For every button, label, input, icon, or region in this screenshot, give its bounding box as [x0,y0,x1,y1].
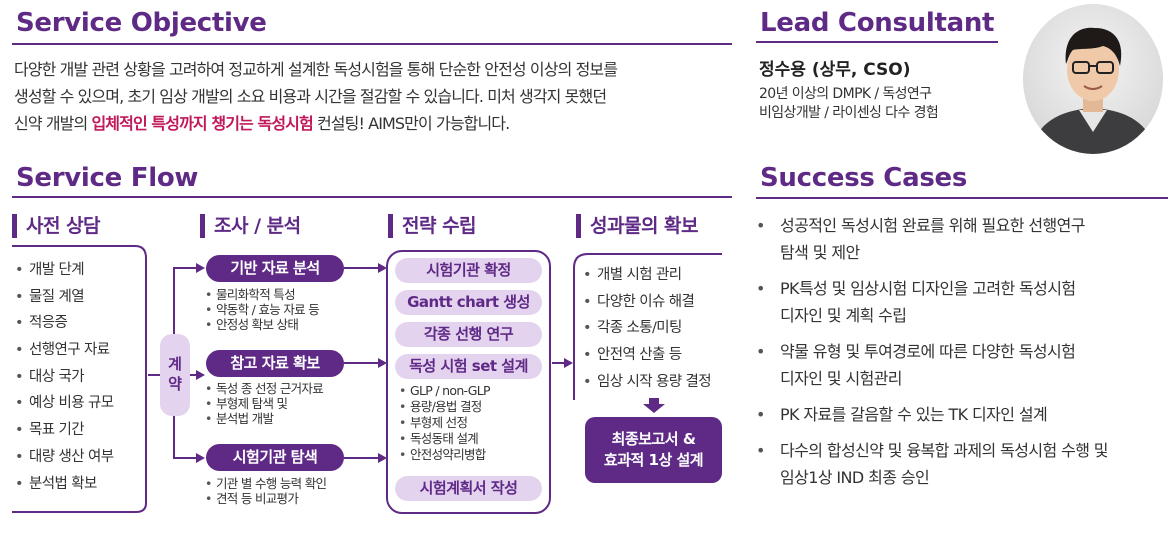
list-item: 약동학 / 효능 자료 등 [205,302,320,317]
consult-list: 개발 단계 물질 계열 적응증 선행연구 자료 대상 국가 예상 비용 규모 목… [15,257,114,498]
stage-title-deliverables: 성과물의 확보 [576,214,699,238]
list-item: 안정성 확보 상태 [205,317,319,332]
final-report-box: 최종보고서 & 효과적 1상 설계 [585,417,722,483]
flow-rule [12,196,732,198]
list-item: 부형제 탐색 및 [205,396,323,411]
pill-prior-research: 각종 선행 연구 [395,322,542,347]
objective-line-1: 다양한 개발 관련 상황을 고려하여 정교하게 설계한 독성시험을 통해 단순한… [14,60,618,79]
stage-title-research: 조사 / 분석 [200,214,301,238]
tox-design-list: GLP / non-GLP 용량/용법 결정 부형제 선정 독성동태 설계 안전… [399,383,491,463]
objective-title: Service Objective [16,8,267,38]
pill-protocol-writing: 시험계획서 작성 [395,476,542,501]
list-item: 개발 단계 [15,257,113,284]
list-item: 선행연구 자료 [15,337,113,364]
list-item: 물리화학적 특성 [205,287,319,302]
list-item: 부형제 선정 [399,415,490,431]
consultant-name: 정수용 (상무, CSO) [759,60,911,80]
list-item: 용량/용법 결정 [399,399,490,415]
pill-basic-analysis: 기반 자료 분석 [206,255,344,282]
cases-rule [756,197,1168,199]
objective-rule [12,43,732,45]
pill-institution-confirm: 시험기관 확정 [395,258,542,283]
list-item: 안전역 산출 등 [583,342,711,369]
list-item: 각종 소통/미팅 [583,315,711,342]
objective-line-2: 생성할 수 있으며, 초기 임상 개발의 소요 비용과 시간을 절감할 수 있습… [14,87,607,106]
consultant-desc-1: 20년 이상의 DMPK / 독성연구 [759,86,932,102]
arrow-right-icon [378,358,387,368]
stage-title-strategy: 전략 수립 [388,214,477,238]
list-item: 기관 별 수행 능력 확인 [205,476,327,491]
arrow-down-icon [649,398,659,404]
list-item: 독성 종 선정 근거자료 [205,381,324,396]
portrait-photo [1023,4,1163,154]
arrow-right-icon [378,453,387,463]
list-item: 독성동태 설계 [399,431,490,447]
list-item: GLP / non-GLP [399,383,491,399]
stage-title-consult: 사전 상담 [12,214,101,238]
arrow-down-icon [643,404,665,413]
consultant-rule [756,41,998,43]
list-item: 개별 시험 관리 [583,262,711,289]
objective-highlight: 입체적인 특성까지 챙기는 독성시험 [91,114,313,133]
arrow-right-icon [196,453,205,463]
list-item: PK 자료를 갈음할 수 있는 TK 디자인 설계 [756,401,1108,428]
pill-tox-set-design: 독성 시험 set 설계 [395,354,542,379]
arrow-right-icon [196,370,205,380]
list-item: 대상 국가 [15,364,113,391]
list-item: 대량 생산 여부 [15,444,114,471]
deliverables-list: 개별 시험 관리 다양한 이슈 해결 각종 소통/미팅 안전역 산출 등 임상 … [583,262,712,396]
pill-institution-search: 시험기관 탐색 [206,444,344,471]
list-item: 목표 기간 [15,417,113,444]
list-item: 예상 비용 규모 [15,390,114,417]
basic-analysis-list: 물리화학적 특성 약동학 / 효능 자료 등 안정성 확보 상태 [205,287,320,332]
arrow-right-icon [378,263,387,273]
list-item: 임상 시작 용량 결정 [583,369,712,396]
list-item: 다양한 이슈 해결 [583,289,711,316]
contract-label: 계 약 [160,334,190,416]
list-item: 분석법 확보 [15,471,113,498]
arrow-right-icon [196,263,205,273]
reference-data-list: 독성 종 선정 근거자료 부형제 탐색 및 분석법 개발 [205,381,324,426]
cases-title: Success Cases [760,163,968,193]
objective-paragraph: 다양한 개발 관련 상황을 고려하여 정교하게 설계한 독성시험을 통해 단순한… [14,56,739,137]
consultant-title: Lead Consultant [760,8,995,38]
consultant-photo [1023,4,1163,154]
flow-connectors [12,245,722,514]
consultant-desc-2: 비임상개발 / 라이센싱 다수 경험 [759,105,939,121]
institution-search-list: 기관 별 수행 능력 확인 견적 등 비교평가 [205,476,327,506]
list-item: 적응증 [15,310,113,337]
list-item: 안전성약리병합 [399,447,490,463]
arrow-right-icon [564,358,573,368]
flow-title: Service Flow [16,163,199,193]
list-item: 물질 계열 [15,284,113,311]
pill-gantt-chart: Gantt chart 생성 [395,290,542,315]
list-item: 분석법 개발 [205,411,323,426]
objective-line-3: 신약 개발의 입체적인 특성까지 챙기는 독성시험 컨설팅! AIMS만이 가능… [14,114,510,133]
list-item: 견적 등 비교평가 [205,491,326,506]
pill-reference-data: 참고 자료 확보 [206,350,344,377]
